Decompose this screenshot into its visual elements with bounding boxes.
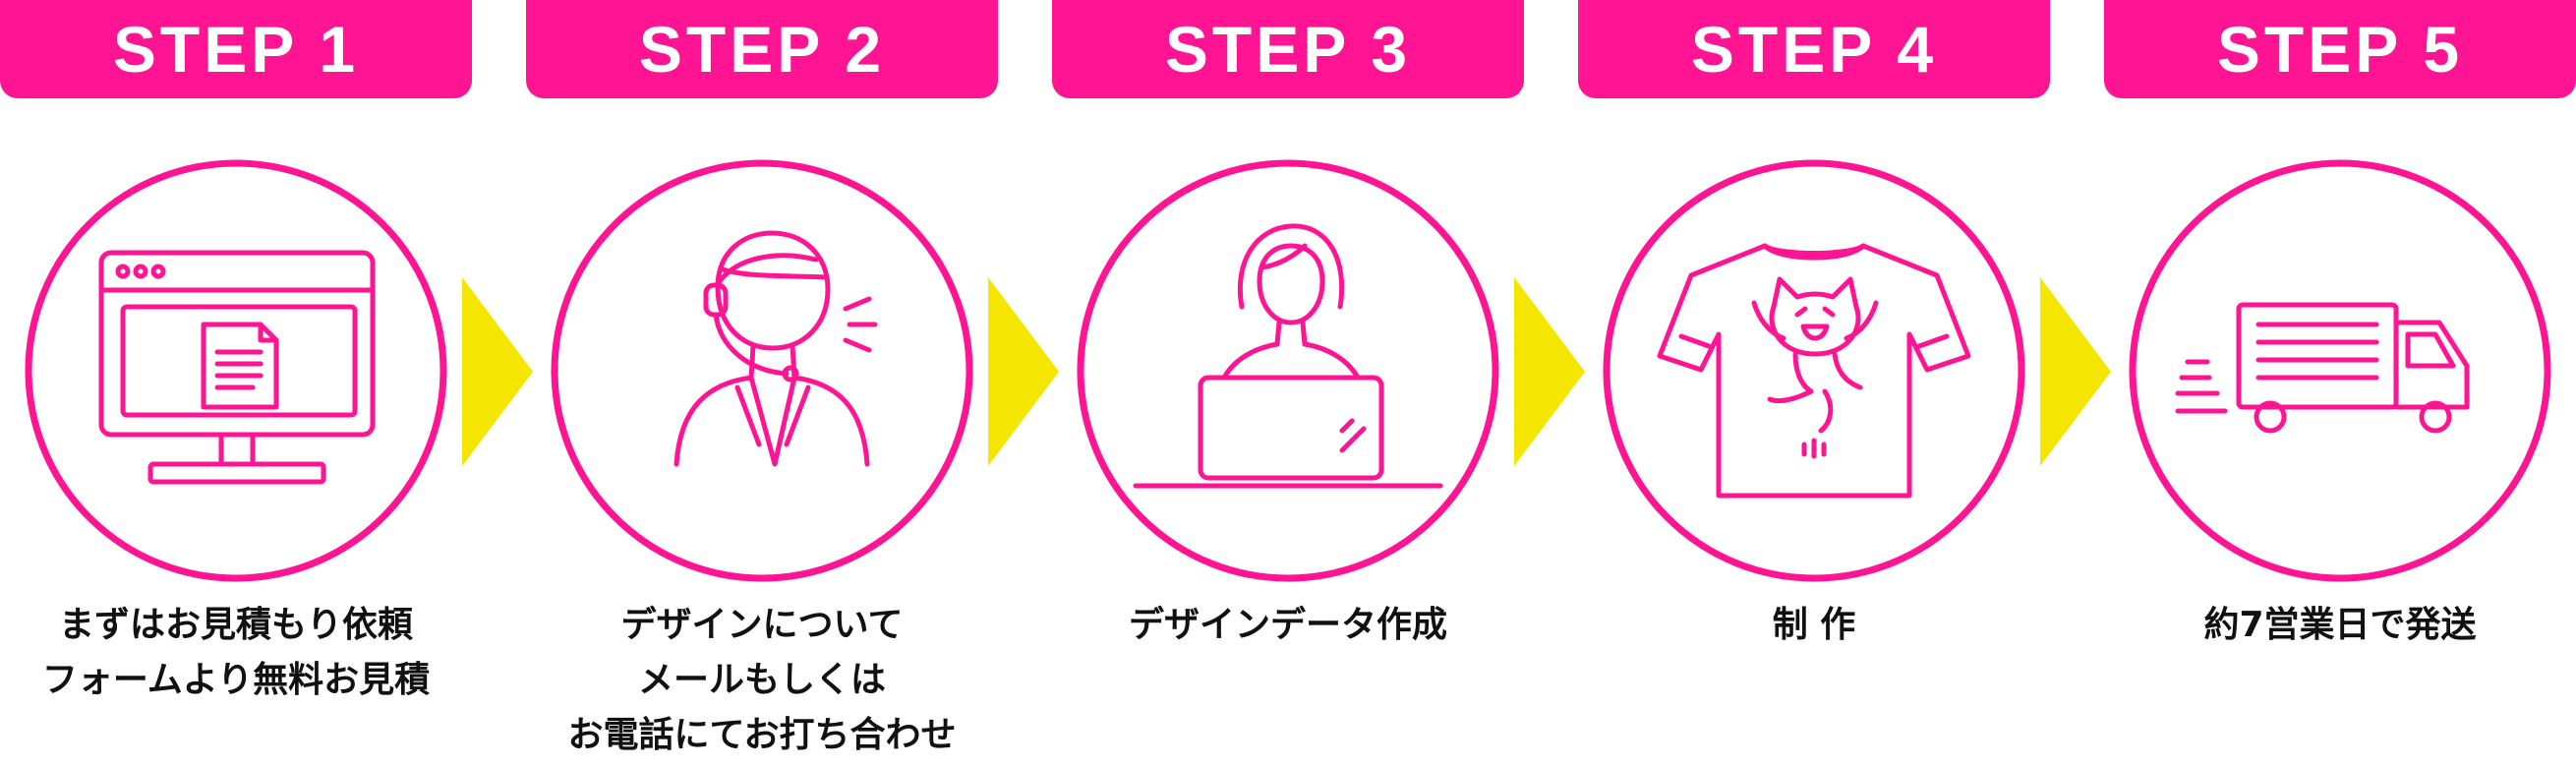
tshirt-cat-print-icon bbox=[1603, 159, 2025, 582]
step-2-description: デザインについて メールもしくは お電話にてお打ち合わせ bbox=[506, 598, 1018, 763]
step-2: STEP 2 bbox=[526, 0, 998, 767]
step-3: STEP 3 デザインデータ作成 bbox=[1052, 0, 1524, 767]
step-4-label: STEP 4 bbox=[1578, 0, 2050, 98]
step-5: STEP 5 bbox=[2104, 0, 2576, 767]
step-3-label: STEP 3 bbox=[1052, 0, 1524, 98]
step-2-label: STEP 2 bbox=[526, 0, 998, 98]
designer-laptop-icon bbox=[1077, 159, 1499, 582]
step-4-line-1: 制 作 bbox=[1772, 605, 1856, 645]
delivery-truck-icon bbox=[2129, 159, 2551, 582]
step-1-line-1: まずはお見積もり依頼 bbox=[58, 605, 413, 645]
arrow-right-icon bbox=[1514, 277, 1585, 466]
computer-monitor-document-icon bbox=[25, 159, 447, 582]
step-2-line-3: お電話にてお打ち合わせ bbox=[567, 715, 957, 755]
step-5-label: STEP 5 bbox=[2104, 0, 2576, 98]
arrow-right-icon bbox=[462, 277, 533, 466]
step-1: STEP 1 bbox=[0, 0, 472, 767]
step-4: STEP 4 bbox=[1578, 0, 2050, 767]
step-2-line-2: メールもしくは bbox=[637, 660, 886, 700]
step-1-line-2: フォームより無料お見積 bbox=[41, 660, 431, 700]
arrow-right-icon bbox=[2040, 277, 2111, 466]
step-2-line-1: デザインについて bbox=[620, 605, 904, 645]
step-5-description: 約7営業日で発送 bbox=[2084, 598, 2576, 653]
step-1-description: まずはお見積もり依頼 フォームより無料お見積 bbox=[0, 598, 492, 708]
step-3-line-1: デザインデータ作成 bbox=[1128, 605, 1447, 645]
arrow-right-icon bbox=[988, 277, 1059, 466]
step-4-description: 制 作 bbox=[1558, 598, 2070, 653]
step-3-description: デザインデータ作成 bbox=[1032, 598, 1544, 653]
step-1-label: STEP 1 bbox=[0, 0, 472, 98]
step-5-line-1: 約7営業日で発送 bbox=[2203, 605, 2477, 645]
operator-headset-icon bbox=[551, 159, 973, 582]
